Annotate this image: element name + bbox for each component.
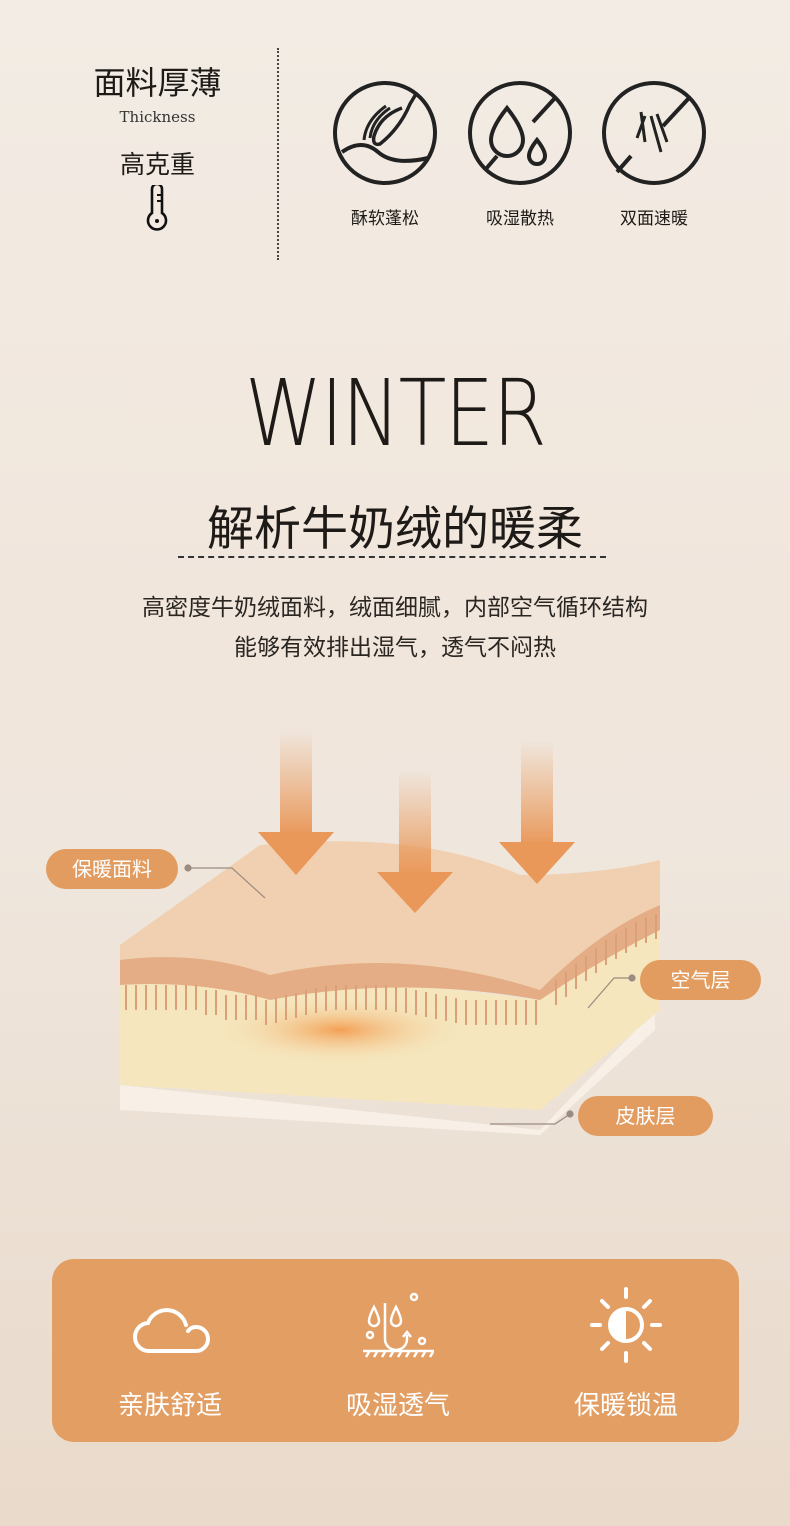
section-divider: [277, 48, 279, 260]
label-warm-fabric: 保暖面料: [46, 849, 178, 889]
soft-hand-icon: [333, 81, 437, 185]
water-drop-icon: [468, 81, 572, 185]
thermometer-icon: [146, 185, 168, 231]
thickness-value: 高克重: [119, 150, 195, 179]
winter-heading: WINTER: [244, 360, 547, 467]
section-subtitle: 解析牛奶绒的暖柔: [207, 502, 583, 557]
dashed-underline: [178, 556, 606, 558]
benefit-label: 亲肤舒适: [117, 1391, 222, 1421]
benefit-breathable: 吸湿透气: [283, 1285, 513, 1422]
feature-label: 酥软蓬松: [351, 209, 419, 229]
description-line-2: 能够有效排出湿气，透气不闷热: [234, 635, 556, 661]
feature-label: 吸湿散热: [486, 209, 554, 229]
feature-soft: 酥软蓬松: [330, 80, 440, 229]
feature-label: 双面速暖: [620, 209, 688, 229]
benefit-label: 保暖锁温: [573, 1391, 678, 1421]
thickness-subtitle: Thickness: [119, 108, 196, 126]
feature-warm: 双面速暖: [599, 80, 709, 229]
benefit-label: 吸湿透气: [345, 1391, 450, 1421]
label-skin-layer: 皮肤层: [578, 1096, 713, 1136]
fabric-layer-diagram: [120, 730, 660, 1135]
moisture-wicking-icon: [363, 1292, 435, 1358]
description-line-1: 高密度牛奶绒面料，绒面细腻，内部空气循环结构: [142, 595, 648, 621]
double-arrow-icon: [602, 81, 706, 185]
feature-moisture: 吸湿散热: [465, 80, 575, 229]
benefit-skin-friendly: 亲肤舒适: [55, 1285, 285, 1422]
benefit-warmth: 保暖锁温: [511, 1285, 741, 1422]
sun-icon: [590, 1287, 662, 1363]
cloud-icon: [132, 1308, 210, 1354]
label-air-layer: 空气层: [640, 960, 761, 1000]
thickness-title: 面料厚薄: [93, 64, 222, 102]
